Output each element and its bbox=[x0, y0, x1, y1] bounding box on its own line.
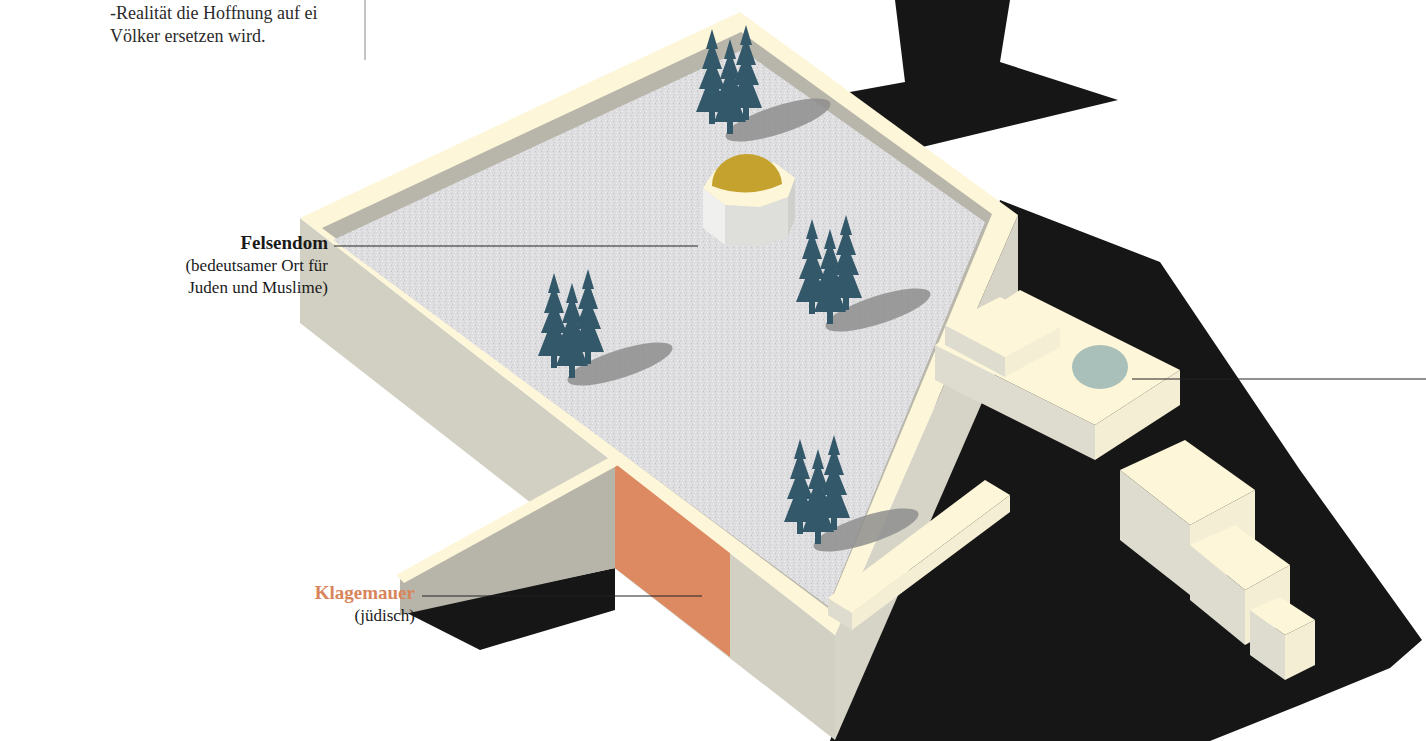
leader-line bbox=[1132, 379, 1426, 380]
part-name: Felsendom bbox=[128, 231, 328, 256]
column-rule bbox=[365, 0, 366, 60]
intro-text: -Realität die Hoffnung auf ei Völker ers… bbox=[110, 2, 324, 49]
leader-line bbox=[422, 596, 702, 597]
leader-line bbox=[334, 246, 698, 247]
part-note: (jüdisch) bbox=[215, 605, 415, 627]
block-top bbox=[935, 290, 1180, 425]
arm-top bbox=[828, 480, 1010, 613]
golden-dome bbox=[712, 154, 782, 193]
tree-cluster bbox=[784, 435, 923, 560]
tree-cluster bbox=[796, 215, 935, 340]
extension-wall-top bbox=[396, 456, 622, 583]
step-top bbox=[945, 297, 1060, 357]
box-top bbox=[1250, 597, 1315, 635]
box-top bbox=[1190, 525, 1290, 590]
tree-cluster bbox=[538, 269, 677, 394]
extension-wall-face bbox=[400, 463, 615, 615]
aqsa-dome bbox=[1072, 345, 1128, 389]
part-name: Klagemauer bbox=[215, 581, 415, 606]
box-top bbox=[1120, 440, 1255, 525]
tree-cluster bbox=[696, 25, 835, 150]
part-note: (bedeutsamer Ort für Juden und Muslime) bbox=[154, 255, 328, 299]
wall-rim bbox=[300, 12, 1018, 635]
wall-inner-face bbox=[322, 32, 992, 608]
plaza-ground bbox=[333, 50, 985, 606]
